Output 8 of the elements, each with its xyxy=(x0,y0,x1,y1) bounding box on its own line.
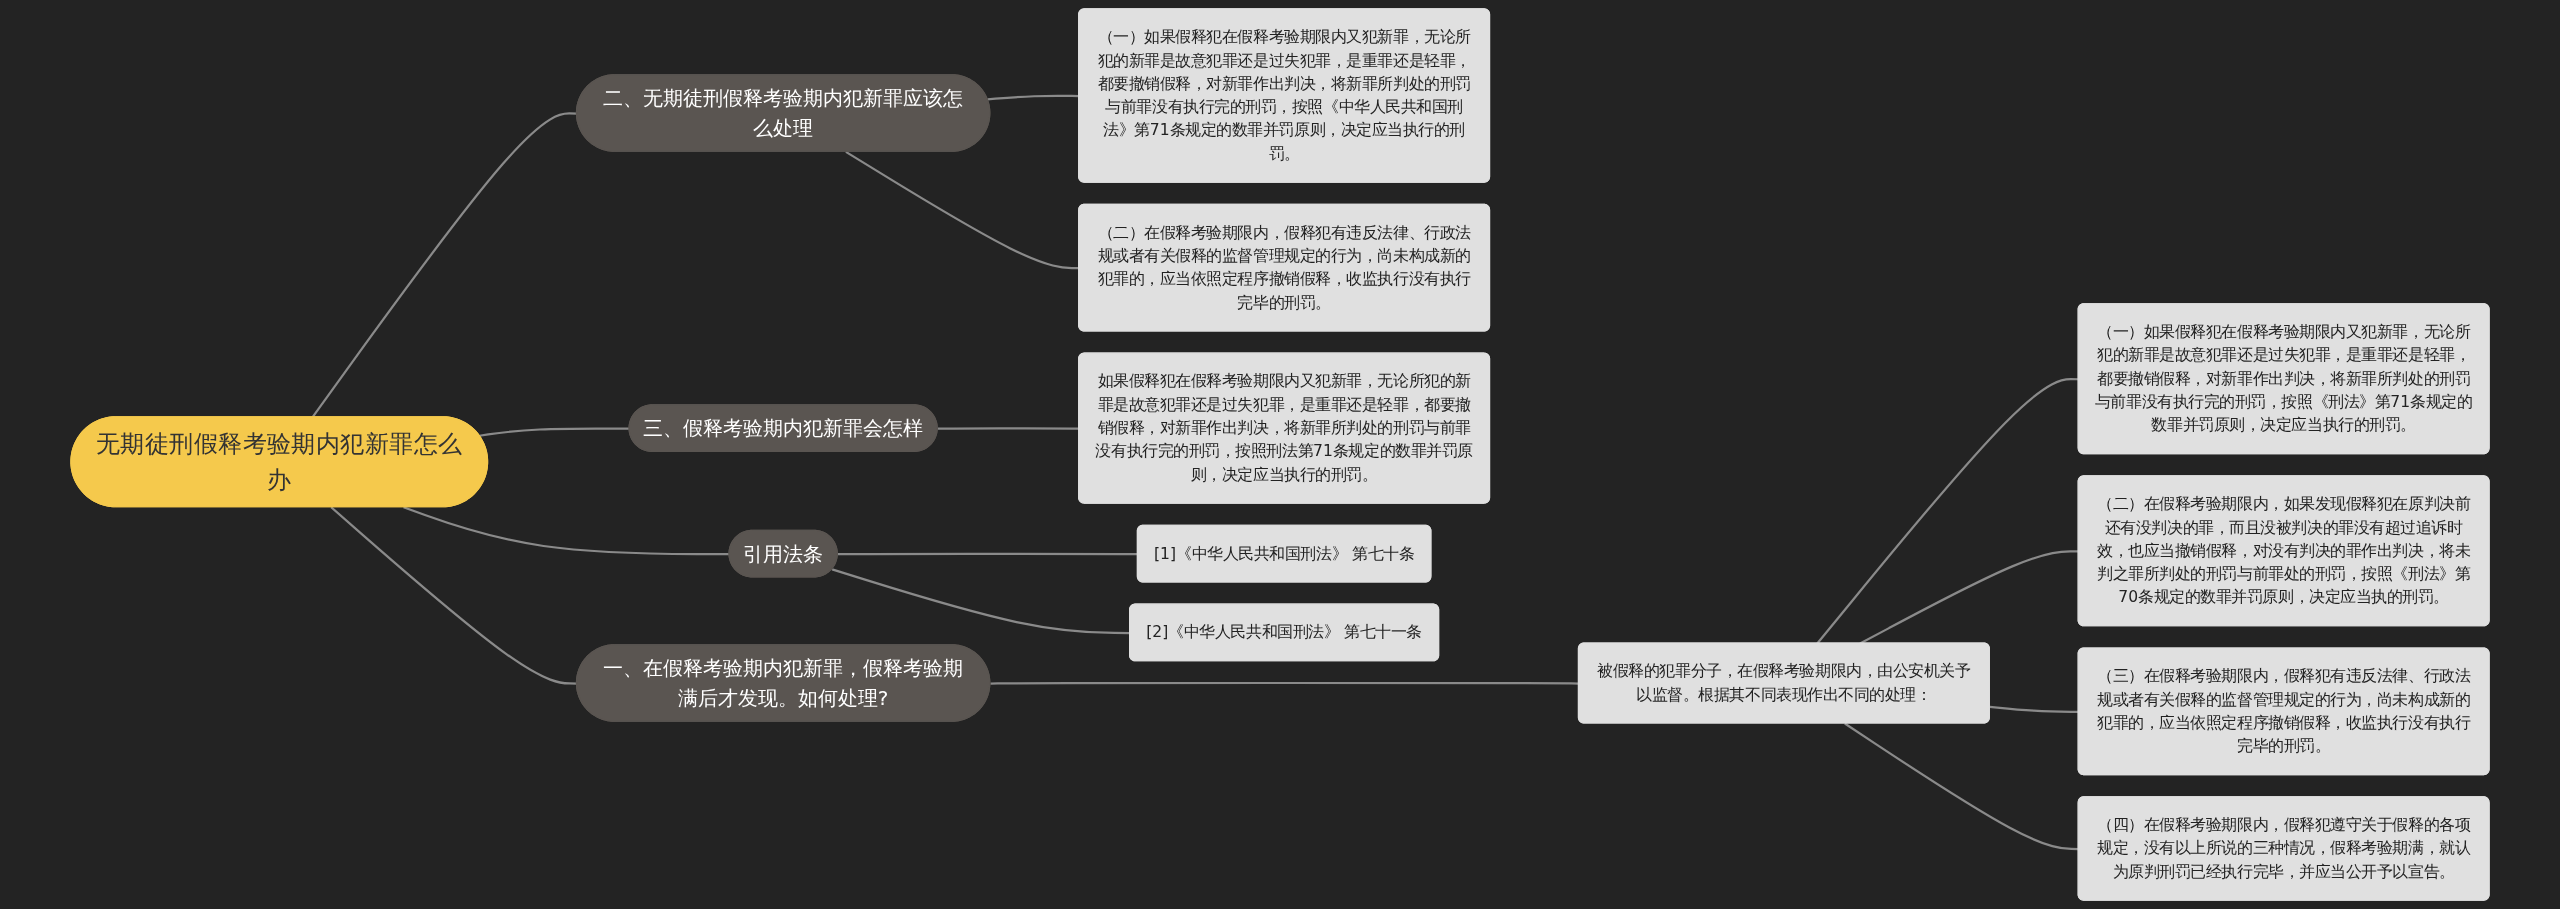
connector xyxy=(990,681,1579,685)
connector xyxy=(1816,378,2079,645)
connector xyxy=(837,552,1138,556)
connector xyxy=(479,427,630,437)
connector xyxy=(403,506,730,556)
connector xyxy=(1859,550,2079,645)
connector xyxy=(1989,705,2079,713)
connector xyxy=(1844,722,2079,851)
